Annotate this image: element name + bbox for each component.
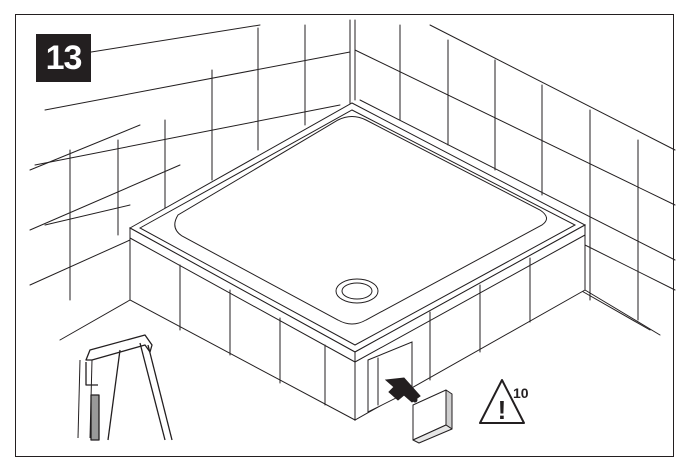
tray-rim-inner-edge [138, 109, 577, 346]
right-wall-tiles [354, 19, 676, 331]
step-number: 13 [45, 38, 83, 77]
tray-basin [174, 116, 547, 325]
access-panel-icon [412, 389, 453, 444]
left-wall-tiles [29, 19, 351, 301]
warning-symbol: ! [498, 395, 507, 425]
drain-inner [341, 282, 373, 300]
warning-reference-number: 10 [513, 385, 529, 401]
drain-outer [335, 278, 379, 304]
apron-tile-seams [179, 257, 531, 406]
warning-triangle-icon: ! 10 [479, 379, 529, 425]
insert-arrow-icon [384, 377, 421, 403]
edge-profile-detail [77, 334, 173, 441]
illustration-frame [15, 14, 674, 457]
step-number-badge: 13 [36, 34, 91, 82]
